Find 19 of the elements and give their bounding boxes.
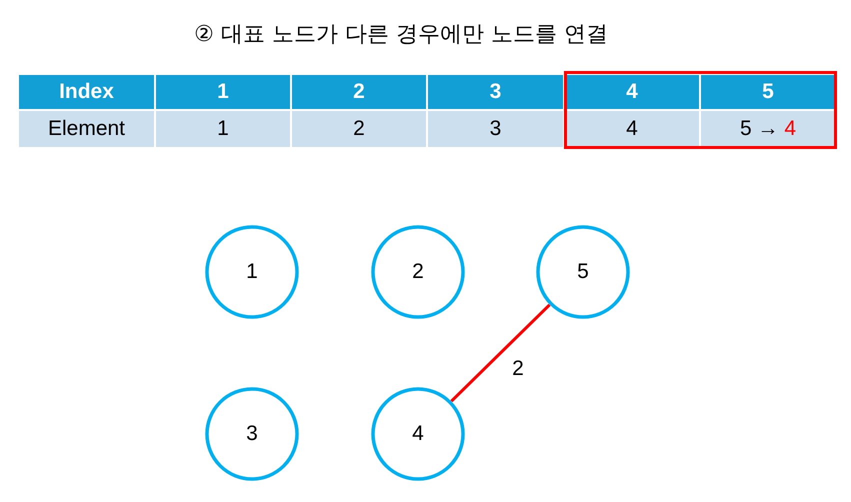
table-cell: 3 [428,111,563,147]
table-header-cell: 2 [292,75,426,109]
table-header-cell: 4 [565,75,699,109]
table-cell: 5 → 4 [701,111,835,147]
circle-node: 1 [205,225,299,319]
table-header-cell: 5 [701,75,835,109]
table-cell: 1 [156,111,290,147]
circle-node: 2 [371,225,465,319]
circle-node: 4 [371,387,465,481]
circle-node: 3 [205,387,299,481]
title: ② 대표 노드가 다른 경우에만 노드를 연결 [194,21,608,49]
table-cell: Element [19,111,154,147]
table-cell: 4 [565,111,699,147]
circle-node: 5 [536,225,630,319]
table-header-cell: 1 [156,75,290,109]
connector-line [450,304,551,402]
table-header-cell: Index [19,75,154,109]
table-header-cell: 3 [428,75,563,109]
table-cell: 2 [292,111,426,147]
